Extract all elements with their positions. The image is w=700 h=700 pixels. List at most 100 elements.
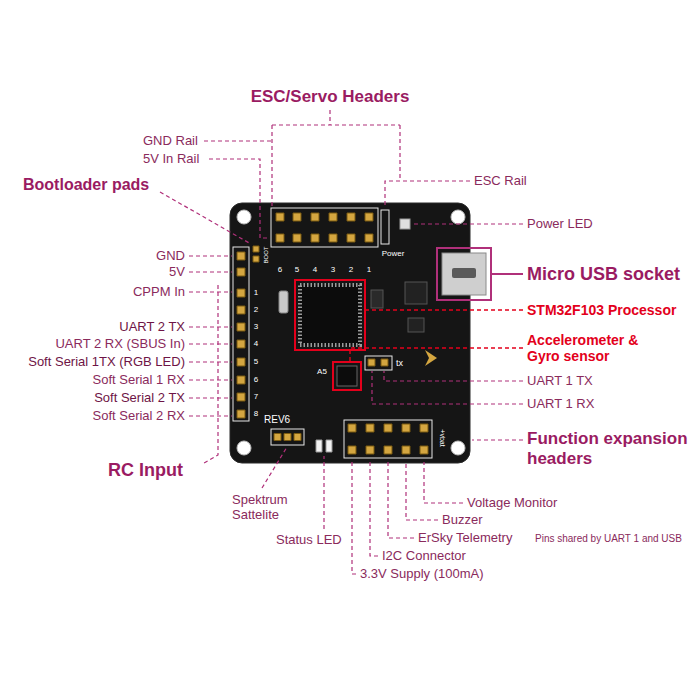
chip [371, 290, 383, 308]
callout-label: Power LED [527, 217, 593, 232]
silkscreen-number: 7 [254, 392, 258, 401]
leader-line [372, 371, 523, 404]
silkscreen-label: +vbat [438, 429, 446, 446]
chip [408, 318, 424, 332]
mounting-hole [237, 441, 251, 455]
pin-label: CPPM In [133, 285, 185, 300]
note-label: Pins shared by UART 1 and USB [535, 533, 682, 545]
header-pins [368, 359, 388, 366]
header-pins [348, 424, 428, 454]
callout-label: Status LED [276, 533, 342, 548]
pin-label: I2C Connector [382, 549, 466, 564]
pin-label: UART 2 TX [119, 320, 185, 335]
highlight-label: STM32F103 Processor [527, 302, 676, 318]
leader-line [209, 159, 270, 238]
leader-line [388, 462, 414, 538]
pin-label: Soft Serial 1 RX [93, 373, 186, 388]
section-heading: Function expansion headers [527, 429, 695, 468]
crystal [279, 291, 288, 313]
silkscreen-label: Power [382, 249, 405, 258]
silkscreen-number: 2 [254, 305, 258, 314]
leader-line [262, 447, 287, 488]
leader-line [406, 462, 438, 520]
pin-label: GND [156, 249, 185, 264]
pin-label: Soft Serial 1TX (RGB LED) [28, 355, 185, 370]
pin-label: Soft Serial 2 RX [93, 409, 186, 424]
leader-line [384, 371, 523, 381]
callout-label: Spektrum Sattelite [232, 493, 298, 523]
section-heading: Bootloader pads [23, 176, 149, 194]
header-outline [233, 247, 249, 421]
leader-line [160, 192, 251, 244]
board-outline [230, 203, 470, 463]
highlight-box [437, 248, 491, 300]
silkscreen-label: A5 [317, 367, 327, 376]
section-heading: Micro USB socket [527, 264, 680, 285]
mounting-hole [451, 210, 465, 224]
leader-line [189, 256, 232, 416]
silkscreen-number: 4 [313, 265, 317, 274]
header-outline [271, 429, 304, 445]
callout-label: 5V In Rail [143, 152, 199, 167]
highlight-label: Accelerometer & Gyro sensor [527, 332, 667, 364]
highlight-box [295, 280, 365, 350]
callout-label: ESC Rail [474, 174, 527, 189]
silkscreen-label: REV6 [264, 414, 290, 426]
leader-bracket [272, 110, 400, 207]
silkscreen-number: 1 [254, 288, 258, 297]
usb-slot [452, 268, 476, 278]
pin-label: Soft Serial 2 TX [94, 391, 185, 406]
pin-label: UART 2 RX (SBUS In) [55, 337, 185, 352]
silkscreen-number: 1 [367, 265, 371, 274]
status-leds [316, 440, 332, 452]
pin-label: 5V [169, 265, 185, 280]
silkscreen-number: 3 [254, 322, 258, 331]
callout-label: GND Rail [143, 134, 198, 149]
silkscreen-number: 8 [254, 409, 258, 418]
silkscreen-number: 6 [254, 375, 258, 384]
pin-label: 3.3V Supply (100mA) [360, 567, 484, 582]
leader-line [472, 439, 523, 440]
gyro-chip [337, 366, 357, 386]
header-pins [237, 252, 245, 418]
leader-line [204, 140, 272, 141]
usb-socket [442, 253, 486, 295]
highlight-box [333, 362, 361, 390]
header-pins [274, 434, 301, 441]
power-led [400, 219, 410, 229]
header-outline [271, 208, 378, 247]
pin-label: Buzzer [442, 513, 482, 528]
processor-chip [300, 285, 360, 345]
leader-line [491, 273, 523, 275]
leader-lines [350, 310, 523, 361]
chip [405, 282, 427, 304]
silkscreen-number: 2 [349, 265, 353, 274]
leader-line [370, 462, 378, 556]
silkscreen-label: BOOT [263, 246, 270, 263]
direction-arrow [425, 350, 437, 366]
leader-line [424, 462, 463, 503]
header-outline [344, 420, 432, 458]
pin-label: UART 1 TX [527, 374, 593, 389]
mounting-hole [237, 210, 251, 224]
silkscreen-label: tx [396, 358, 403, 368]
leader-line [413, 223, 523, 224]
leader-line [323, 456, 324, 529]
mounting-hole [451, 441, 465, 455]
section-heading: ESC/Servo Headers [251, 87, 410, 107]
leader-line [385, 181, 470, 207]
leader-bracket [204, 285, 218, 463]
bootloader-pads [253, 246, 259, 262]
section-heading: RC Input [108, 460, 183, 481]
silkscreen-number: 6 [278, 265, 282, 274]
silkscreen-number: 5 [254, 357, 258, 366]
leader-line [366, 309, 523, 310]
pin-label: ErSky Telemetry [418, 531, 512, 546]
header-outline [365, 356, 392, 370]
silkscreen-number: 5 [295, 265, 299, 274]
header-pins [276, 213, 373, 242]
rail-jumper [381, 210, 389, 244]
leader-line [350, 348, 523, 361]
